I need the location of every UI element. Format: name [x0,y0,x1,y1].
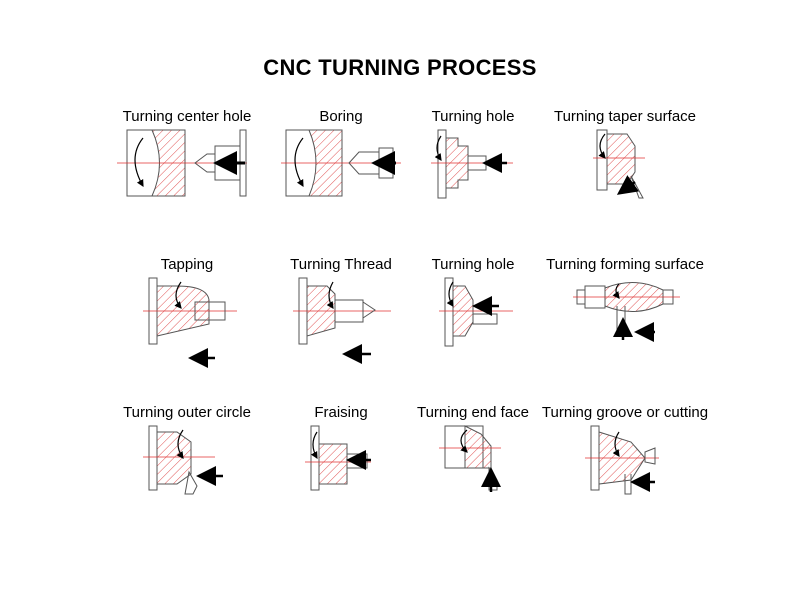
process-label: Turning hole [431,108,515,125]
forming-surface-diagram [573,282,680,342]
thread-diagram [293,277,391,364]
turning-hole-diagram [439,277,513,347]
process-label: Turning forming surface [546,256,704,273]
process-label: Fraising [314,404,368,421]
page-title: CNC TURNING PROCESS [263,55,537,80]
fraising-diagram [305,425,371,491]
process-cell: Turning groove or cutting [535,404,715,514]
center-hole-diagram [117,129,247,197]
process-cell: Turning end face [383,404,563,514]
process-label: Turning hole [431,256,515,273]
process-cell: Turning Thread [251,256,431,366]
process-label: Turning outer circle [123,404,251,421]
turning-hole-diagram [431,129,513,199]
process-label: Turning Thread [290,256,392,273]
process-label: Turning center hole [122,108,252,125]
end-face-diagram [439,425,501,492]
process-cell: Turning outer circle [97,404,277,514]
process-label: Tapping [160,256,214,273]
process-cell: Fraising [251,404,431,514]
process-label: Turning groove or cutting [541,404,709,421]
boring-diagram [281,129,401,197]
process-label: Turning taper surface [553,108,697,125]
process-cell: Turning forming surface [535,256,715,366]
outer-circle-diagram [143,425,223,495]
process-cell: Boring [251,108,431,218]
process-cell: Turning hole [383,108,563,218]
process-cell: Turning hole [383,256,563,366]
taper-surface-diagram [593,129,645,199]
process-cell: Turning center hole [97,108,277,218]
process-label: Boring [319,108,363,125]
tapping-diagram [143,277,237,368]
groove-cutting-diagram [585,425,659,495]
process-cell: Turning taper surface [535,108,715,218]
process-label: Turning end face [416,404,530,421]
process-cell: Tapping [97,256,277,368]
